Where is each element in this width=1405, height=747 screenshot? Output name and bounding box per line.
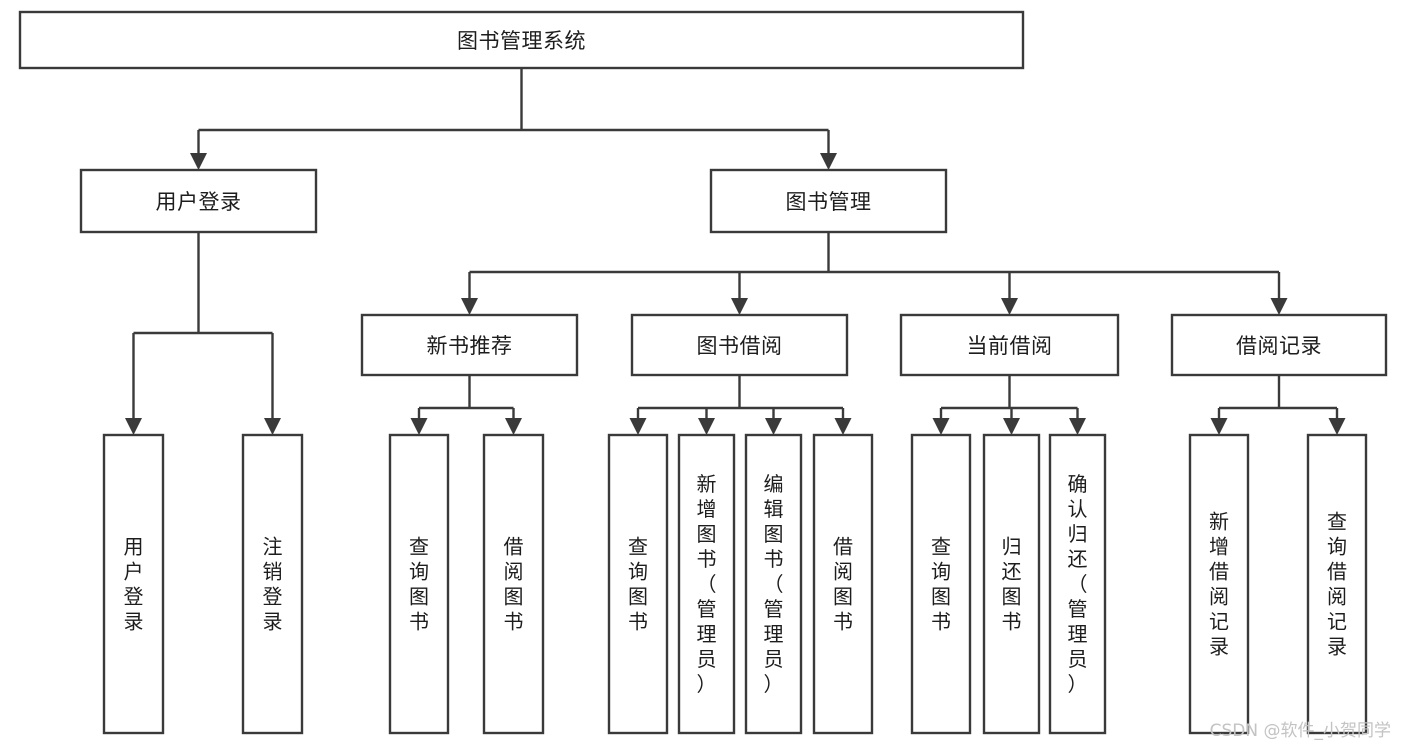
node-box <box>899 313 1120 377</box>
node-box <box>18 10 1025 70</box>
node-label: 注销登录 <box>263 535 283 634</box>
arrow-head-icon <box>1001 298 1018 315</box>
node-box <box>630 313 849 377</box>
node-label: 借阅记录 <box>1236 334 1322 358</box>
node-box <box>388 433 450 735</box>
node-label: 用户登录 <box>156 190 242 214</box>
node-l4-5[interactable]: 查询图书 <box>607 433 669 735</box>
arrow-head-icon <box>932 418 950 435</box>
node-label: 查询图书 <box>409 535 429 634</box>
arrow-head-icon <box>264 418 281 435</box>
node-box <box>982 433 1041 735</box>
node-l4-3[interactable]: 查询图书 <box>388 433 450 735</box>
node-box <box>1188 433 1250 735</box>
node-box <box>1048 433 1107 735</box>
node-label: 图书借阅 <box>697 334 783 358</box>
node-box <box>709 168 948 234</box>
arrow-head-icon <box>629 418 647 435</box>
node-label: 确认归还（管理员） <box>1068 472 1088 696</box>
node-l3-3[interactable]: 当前借阅 <box>899 313 1120 377</box>
node-l4-11[interactable]: 确认归还（管理员） <box>1048 433 1107 735</box>
node-label: 图书管理系统 <box>457 29 586 53</box>
node-box <box>910 433 972 735</box>
arrow-head-icon <box>505 418 522 435</box>
node-l2-2[interactable]: 图书管理 <box>709 168 948 234</box>
node-l3-2[interactable]: 图书借阅 <box>630 313 849 377</box>
node-box <box>360 313 579 377</box>
arrow-head-icon <box>1210 418 1228 435</box>
node-l4-6[interactable]: 新增图书（管理员） <box>677 433 736 735</box>
node-l4-1[interactable]: 用户登录 <box>102 433 165 735</box>
node-box <box>744 433 803 735</box>
node-box <box>607 433 669 735</box>
node-l4-12[interactable]: 新增借阅记录 <box>1188 433 1250 735</box>
arrow-head-icon <box>190 153 207 170</box>
arrow-head-icon <box>731 298 748 315</box>
arrow-head-icon <box>461 298 478 315</box>
node-label: 图书管理 <box>786 190 872 214</box>
arrow-head-icon <box>765 418 782 435</box>
connector-layer <box>125 68 1346 435</box>
node-label: 查询借阅记录 <box>1327 510 1347 659</box>
arrow-head-icon <box>820 153 837 170</box>
node-label: 用户登录 <box>124 535 144 634</box>
node-l4-10[interactable]: 归还图书 <box>982 433 1041 735</box>
node-label: 查询图书 <box>628 535 648 634</box>
node-label: 新增借阅记录 <box>1209 510 1229 659</box>
node-box <box>677 433 736 735</box>
arrow-head-icon <box>698 418 715 435</box>
node-l2-1[interactable]: 用户登录 <box>79 168 318 234</box>
node-box <box>241 433 304 735</box>
node-l3-4[interactable]: 借阅记录 <box>1170 313 1388 377</box>
node-label: 新增图书（管理员） <box>697 472 717 696</box>
node-box <box>812 433 874 735</box>
node-box <box>102 433 165 735</box>
node-label: 归还图书 <box>1002 535 1022 634</box>
node-box <box>79 168 318 234</box>
node-root[interactable]: 图书管理系统 <box>18 10 1025 70</box>
node-label: 新书推荐 <box>427 334 513 358</box>
arrow-head-icon <box>410 418 428 435</box>
node-box <box>482 433 545 735</box>
node-label: 查询图书 <box>931 535 951 634</box>
node-box <box>1306 433 1368 735</box>
arrow-head-icon <box>1003 418 1020 435</box>
csdn-watermark: CSDN @软件_小贺同学 <box>1209 721 1391 741</box>
node-label: 借阅图书 <box>504 535 524 634</box>
node-label: 借阅图书 <box>833 535 853 634</box>
node-label: 编辑图书（管理员） <box>764 472 784 696</box>
node-l4-2[interactable]: 注销登录 <box>241 433 304 735</box>
arrow-head-icon <box>1069 418 1086 435</box>
arrow-head-icon <box>834 418 852 435</box>
node-l4-9[interactable]: 查询图书 <box>910 433 972 735</box>
node-l4-13[interactable]: 查询借阅记录 <box>1306 433 1368 735</box>
node-l4-7[interactable]: 编辑图书（管理员） <box>744 433 803 735</box>
node-l4-4[interactable]: 借阅图书 <box>482 433 545 735</box>
arrow-head-icon <box>125 418 142 435</box>
node-l3-1[interactable]: 新书推荐 <box>360 313 579 377</box>
node-box <box>1170 313 1388 377</box>
node-layer: 图书管理系统用户登录图书管理新书推荐图书借阅当前借阅借阅记录用户登录注销登录查询… <box>18 10 1388 735</box>
node-l4-8[interactable]: 借阅图书 <box>812 433 874 735</box>
node-label: 当前借阅 <box>967 334 1053 358</box>
arrow-head-icon <box>1270 298 1288 315</box>
arrow-head-icon <box>1328 418 1346 435</box>
